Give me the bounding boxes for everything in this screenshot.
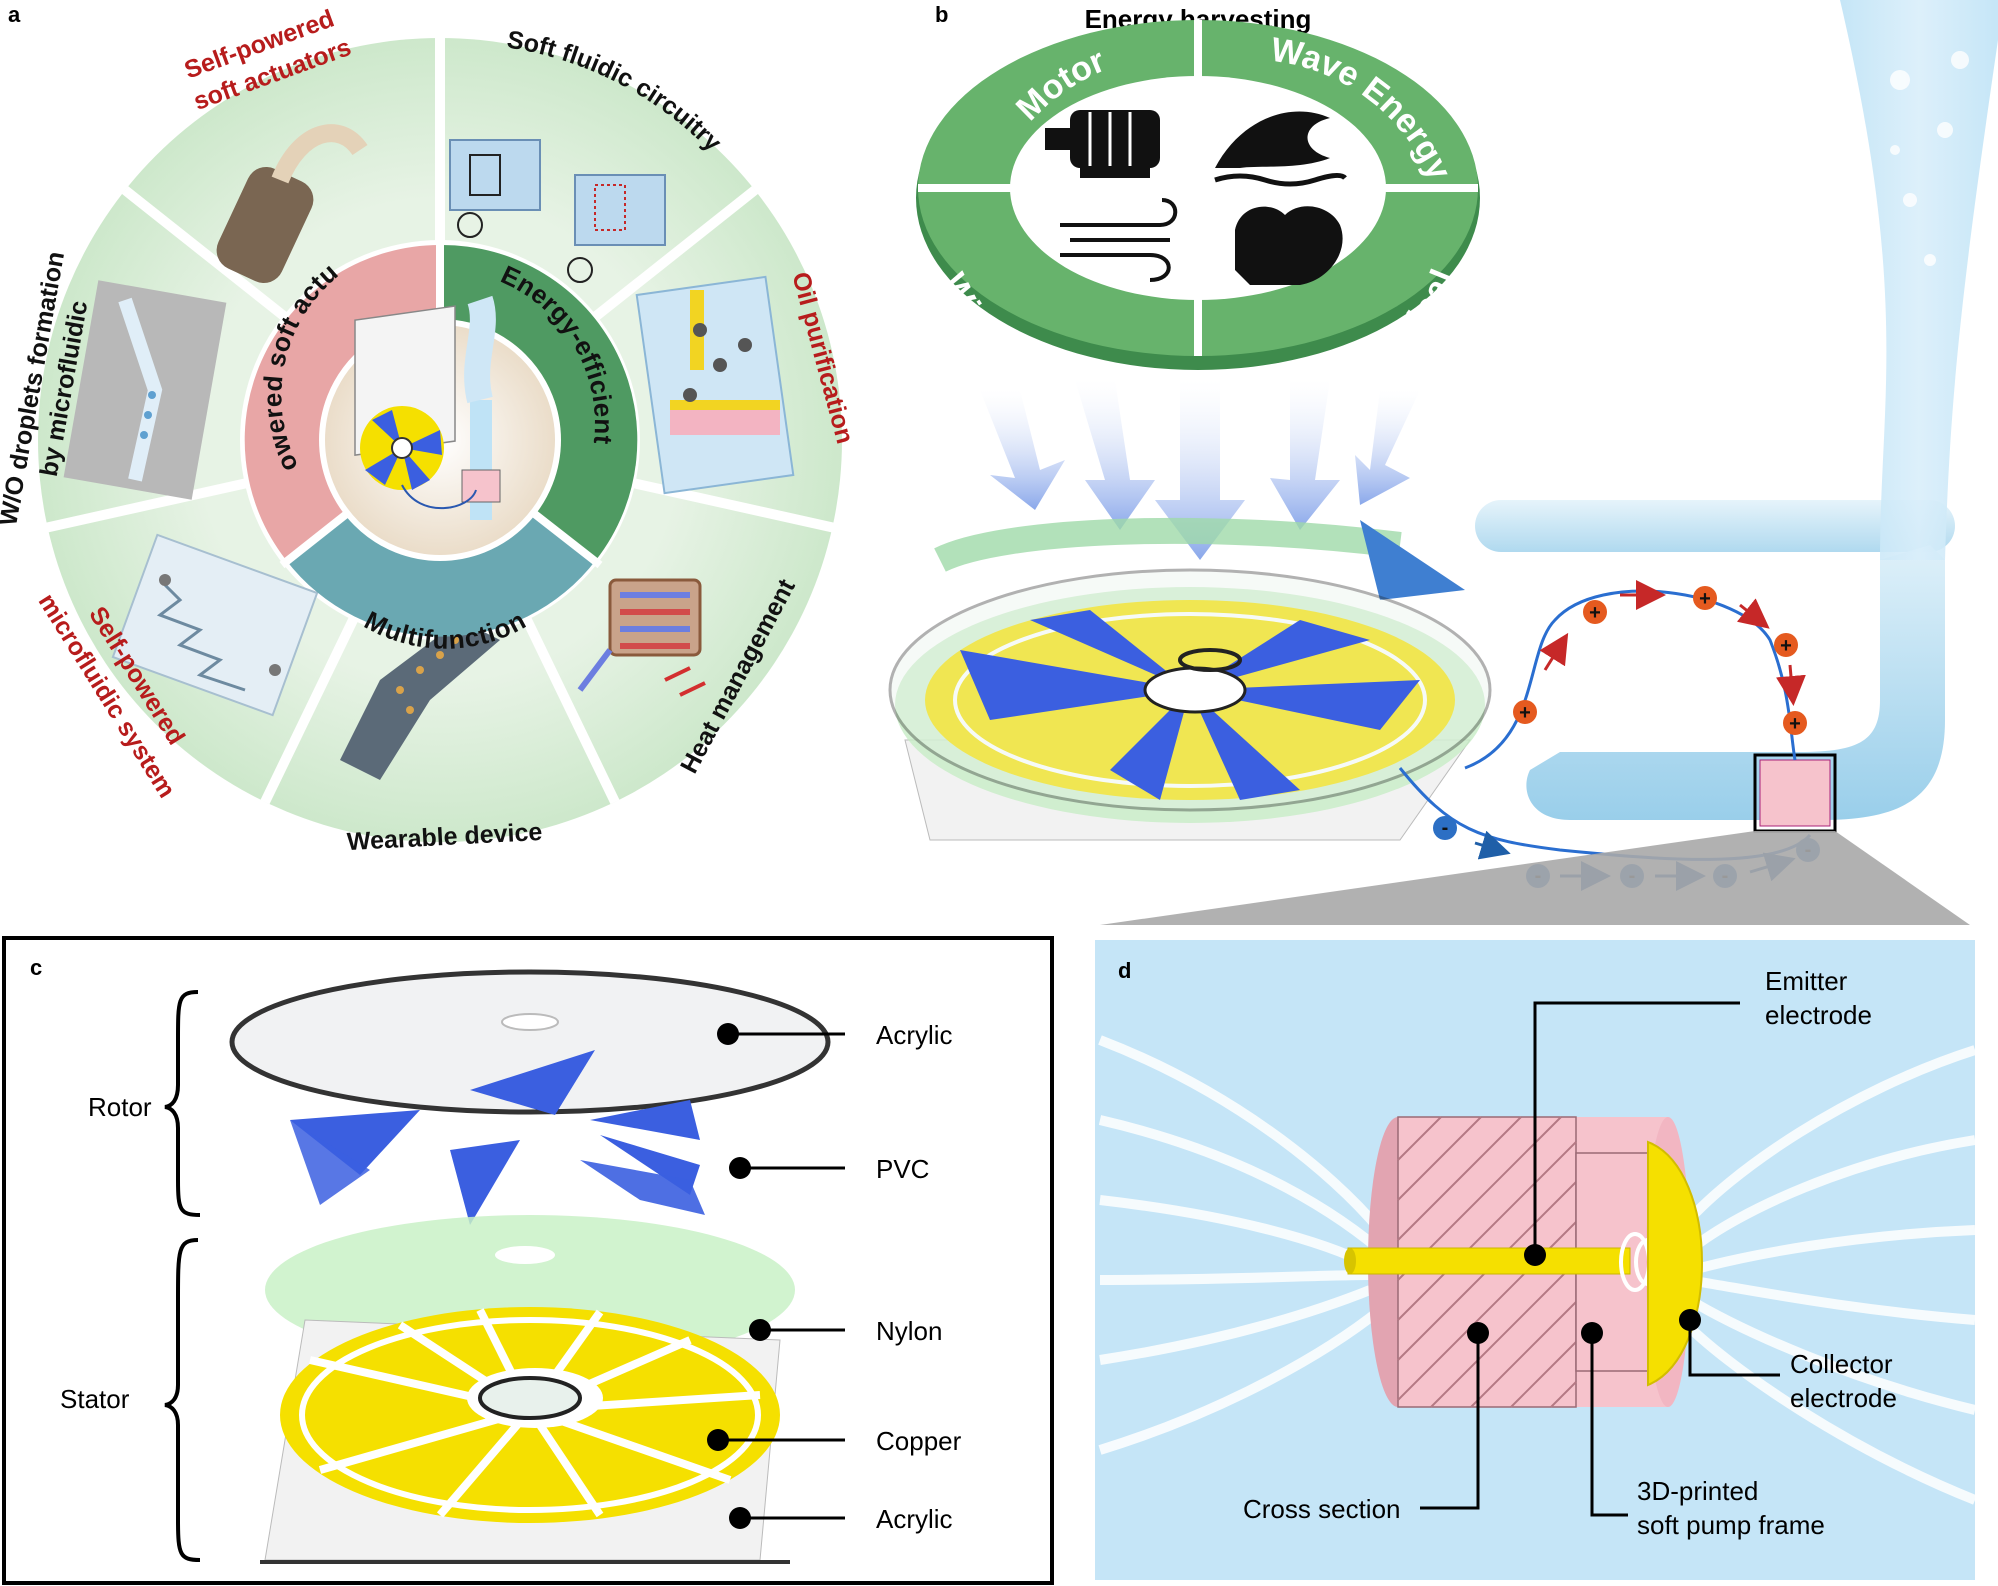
teng-device	[888, 568, 1492, 841]
panel-a: a	[0, 0, 859, 856]
panel-d: d Emitter electrode Collector electrode …	[1095, 940, 1977, 1580]
microfluidic-chip-thumbnail	[111, 533, 319, 717]
biomechanical-arm-icon	[1235, 206, 1343, 285]
droplet-thumbnail	[63, 280, 227, 500]
panel-c-leaders	[718, 1032, 845, 1520]
layer-nylon: Nylon	[876, 1316, 942, 1346]
rotor-label: Rotor	[88, 1092, 152, 1122]
positive-wire	[1464, 589, 1797, 770]
svg-text:+: +	[1589, 602, 1601, 624]
charge-plus-3: +	[1693, 586, 1717, 610]
frame-label-line2: soft pump frame	[1637, 1510, 1825, 1540]
energy-flow-arrows	[980, 380, 1420, 560]
outer-ring-dividers	[43, 38, 837, 805]
panel-a-label: a	[8, 2, 21, 27]
pvc-blades	[290, 1050, 705, 1225]
copper-inner-ring	[299, 1317, 761, 1513]
emitter-label-line2: electrode	[1765, 1000, 1872, 1030]
zoom-wedge	[1100, 831, 1970, 925]
charge-plus-4: +	[1774, 633, 1798, 657]
panel-c: c	[2, 936, 1054, 1585]
layer-acrylic-top: Acrylic	[876, 1020, 953, 1050]
oil-purification-thumbnail	[635, 275, 795, 495]
svg-text:-: -	[1442, 817, 1449, 839]
emitter-rod	[1347, 1247, 1631, 1275]
dot-cross-section	[1467, 1322, 1489, 1344]
charge-plus-1: +	[1513, 700, 1537, 724]
water-jet	[1840, 0, 1998, 560]
layer-acrylic-bottom: Acrylic	[876, 1504, 953, 1534]
dot-nylon	[749, 1319, 771, 1341]
water-bubbles	[1890, 51, 1969, 266]
nylon-hole	[495, 1246, 555, 1264]
dot-pvc	[729, 1157, 751, 1179]
motor-icon	[1045, 110, 1160, 178]
dot-copper	[707, 1429, 729, 1451]
layer-pvc: PVC	[876, 1154, 929, 1184]
charge-plus-2: +	[1583, 600, 1607, 624]
emitter-rod-end	[1344, 1248, 1356, 1274]
rotor-acrylic-disc	[229, 969, 831, 1115]
panel-b-label: b	[935, 2, 948, 27]
charge-minus-1: -	[1433, 816, 1457, 840]
wind-icon	[1060, 198, 1178, 282]
stator-label: Stator	[60, 1384, 130, 1414]
rotation-arrowhead	[1360, 520, 1465, 600]
panel-d-leaders	[1420, 1001, 1780, 1517]
dot-emitter	[1524, 1244, 1546, 1266]
heat-management-thumbnail	[577, 578, 706, 697]
wave-icon	[1214, 111, 1347, 187]
water-pipe	[1475, 500, 1955, 833]
emitter-label-line1: Emitter	[1765, 966, 1848, 996]
wearable-glove-thumbnail	[340, 620, 500, 780]
rotation-arc	[934, 517, 1402, 572]
svg-text:+: +	[1780, 635, 1792, 657]
collector-label-line1: Collector	[1790, 1349, 1893, 1379]
frame-label-line1: 3D-printed	[1637, 1476, 1758, 1506]
collector-label-line2: electrode	[1790, 1383, 1897, 1413]
stator-brace	[164, 1238, 201, 1562]
svg-text:+: +	[1699, 588, 1711, 610]
panel-b: b Energy harvesting Mot	[888, 0, 1998, 925]
rotor-acrylic-hole	[501, 1013, 559, 1031]
svg-text:+: +	[1789, 713, 1801, 735]
copper-center-hole	[478, 1376, 582, 1420]
flow-streaks	[1098, 1035, 1977, 1505]
fluidic-circuit-thumbnail	[449, 139, 666, 283]
layer-copper: Copper	[876, 1426, 962, 1456]
rotor-brace	[164, 990, 201, 1217]
dot-collector	[1679, 1309, 1701, 1331]
dot-acrylic-bottom	[729, 1507, 751, 1529]
dot-acrylic-top	[717, 1023, 739, 1045]
positive-charges	[1539, 580, 1806, 706]
charge-plus-5: +	[1783, 711, 1807, 735]
svg-text:+: +	[1519, 702, 1531, 724]
soft-actuator-thumbnail	[216, 124, 368, 284]
center-device-icon	[354, 295, 501, 520]
cross-section-label: Cross section	[1243, 1494, 1401, 1524]
panel-c-label: c	[30, 955, 42, 980]
panel-d-label: d	[1118, 958, 1131, 983]
dot-frame	[1581, 1322, 1603, 1344]
